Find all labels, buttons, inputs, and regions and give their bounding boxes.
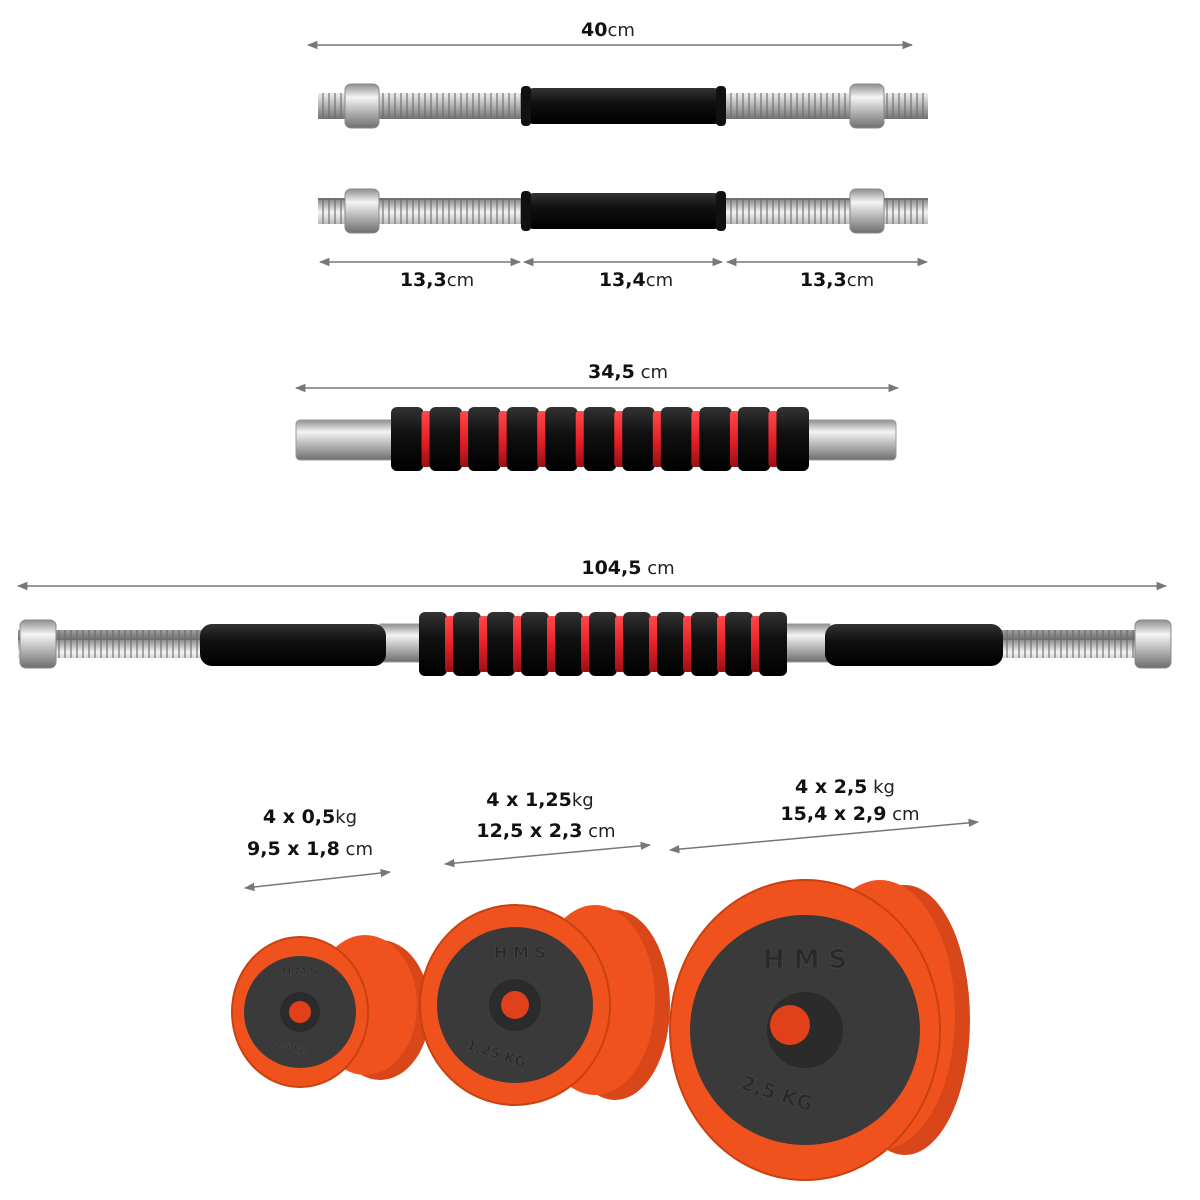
- red-ring: [768, 411, 779, 467]
- foam-segment: [453, 612, 481, 676]
- foam-segment: [583, 407, 617, 471]
- barbell-grip: [825, 624, 1003, 666]
- dumbbell-bars-section: 40cm 13,3cm 13,4cm 13,3cm: [306, 19, 929, 291]
- plate-label-medium: 4 x 1,25kg 12,5 x 2,3 cm: [443, 789, 652, 868]
- red-ring: [652, 411, 663, 467]
- segment-label: 13,4cm: [599, 269, 673, 291]
- foam-segment: [699, 407, 732, 471]
- barbell-length-label: 104,5 cm: [581, 557, 674, 579]
- connector-section: 34,5 cm: [294, 361, 900, 471]
- foam-segment: [737, 407, 771, 471]
- svg-text:H M S: H M S: [282, 965, 318, 978]
- foam-grip: [419, 612, 787, 676]
- red-ring: [547, 616, 557, 672]
- foam-segment: [468, 407, 501, 471]
- barbell-section: 104,5 cm: [16, 557, 1172, 676]
- connector-length-label: 34,5 cm: [588, 361, 668, 383]
- red-ring: [537, 411, 548, 467]
- svg-text:12,5 x 2,3 cm: 12,5 x 2,3 cm: [476, 820, 615, 842]
- red-ring: [649, 616, 659, 672]
- plate-label-large: 4 x 2,5 kg 15,4 x 2,9 cm: [668, 776, 980, 854]
- foam-segment: [725, 612, 753, 676]
- foam-segment: [776, 407, 809, 471]
- red-ring: [445, 616, 455, 672]
- red-ring: [751, 616, 761, 672]
- red-ring: [479, 616, 489, 672]
- red-ring: [717, 616, 727, 672]
- red-ring: [614, 411, 625, 467]
- foam-segment: [419, 612, 447, 676]
- foam-segment: [657, 612, 685, 676]
- foam-segment: [391, 407, 424, 471]
- foam-segment: [506, 407, 540, 471]
- dumbbell-bar: [318, 83, 928, 129]
- svg-text:9,5 x 1,8 cm: 9,5 x 1,8 cm: [247, 838, 373, 860]
- foam-segment: [487, 612, 515, 676]
- plate-stack-large: H M S 2,5 KG: [669, 879, 970, 1181]
- red-ring: [460, 411, 471, 467]
- svg-text:15,4 x 2,9 cm: 15,4 x 2,9 cm: [780, 803, 919, 825]
- red-ring: [581, 616, 591, 672]
- red-ring: [513, 616, 523, 672]
- plate-stack-medium: H M S 1,25 KG: [419, 904, 670, 1106]
- foam-segment: [555, 612, 583, 676]
- segment-label: 13,3cm: [800, 269, 874, 291]
- plates-section: 4 x 0,5kg 9,5 x 1,8 cm 4 x 1,25kg 12,5 x…: [231, 776, 980, 1181]
- foam-segment: [623, 612, 651, 676]
- foam-segment: [759, 612, 787, 676]
- foam-segment: [660, 407, 694, 471]
- red-ring: [421, 411, 432, 467]
- foam-segment: [622, 407, 655, 471]
- total-length-label: 40cm: [581, 19, 635, 41]
- svg-text:4 x 0,5kg: 4 x 0,5kg: [263, 806, 357, 828]
- barbell-grip: [200, 624, 386, 666]
- red-ring: [615, 616, 625, 672]
- svg-text:4 x 1,25kg: 4 x 1,25kg: [486, 789, 593, 811]
- svg-text:H M S: H M S: [763, 945, 847, 975]
- red-ring: [683, 616, 693, 672]
- foam-segment: [589, 612, 617, 676]
- foam-segment: [429, 407, 463, 471]
- red-ring: [691, 411, 702, 467]
- dumbbell-bar: [318, 188, 928, 234]
- foam-segment: [545, 407, 578, 471]
- red-ring: [729, 411, 740, 467]
- foam-segment: [691, 612, 719, 676]
- segment-label: 13,3cm: [400, 269, 474, 291]
- red-ring: [498, 411, 509, 467]
- foam-segment: [521, 612, 549, 676]
- foam-grip: [391, 407, 809, 471]
- svg-text:4 x 2,5 kg: 4 x 2,5 kg: [795, 776, 895, 798]
- plate-stack-small: H M S 0,5 KG: [231, 935, 430, 1088]
- plate-label-small: 4 x 0,5kg 9,5 x 1,8 cm: [243, 806, 392, 892]
- svg-text:H M S: H M S: [494, 943, 546, 962]
- red-ring: [575, 411, 586, 467]
